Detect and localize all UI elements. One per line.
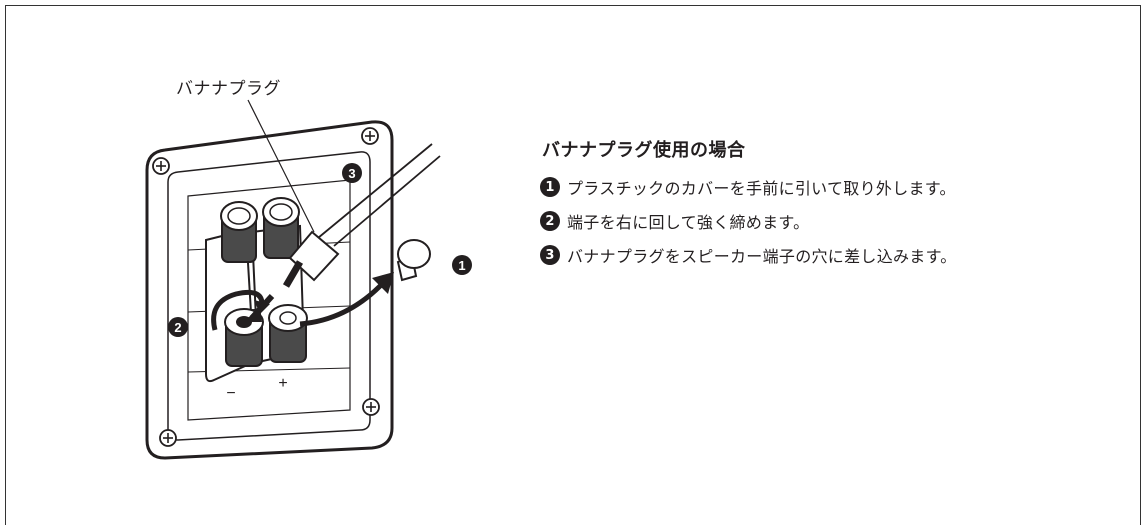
screw-icon bbox=[152, 157, 170, 175]
polarity-plus-label: + bbox=[278, 375, 287, 392]
svg-text:2: 2 bbox=[174, 320, 181, 335]
terminal-post bbox=[220, 201, 258, 263]
step-marker-3: 3 bbox=[342, 163, 362, 183]
svg-text:3: 3 bbox=[348, 166, 355, 181]
step-number-badge: 2 bbox=[540, 211, 560, 231]
step-marker-2: 2 bbox=[168, 317, 188, 337]
instructions-panel: バナナプラグ使用の場合 1 プラスチックのカバーを手前に引いて取り外します。 2… bbox=[540, 136, 957, 278]
step-text: バナナプラグをスピーカー端子の穴に差し込みます。 bbox=[567, 247, 957, 266]
rotate-arrow-icon bbox=[211, 289, 265, 331]
instruction-step-2: 2 端子を右に回して強く締めます。 bbox=[540, 210, 957, 232]
page-frame bbox=[5, 5, 1141, 525]
step-number-badge: 3 bbox=[540, 245, 560, 265]
diagram-label: バナナプラグ bbox=[176, 79, 281, 99]
screw-icon bbox=[362, 398, 380, 416]
screw-icon bbox=[159, 429, 177, 447]
label-leader-line bbox=[247, 99, 315, 233]
banana-plug-icon bbox=[282, 143, 441, 288]
instruction-step-3: 3 バナナプラグをスピーカー端子の穴に差し込みます。 bbox=[540, 244, 957, 266]
step-text: プラスチックのカバーを手前に引いて取り外します。 bbox=[567, 179, 956, 198]
svg-text:1: 1 bbox=[458, 258, 465, 273]
polarity-minus-label: − bbox=[226, 385, 235, 402]
step-number-badge: 1 bbox=[540, 177, 560, 197]
remove-cover-arrow-icon bbox=[299, 280, 386, 327]
plastic-cover-icon bbox=[396, 239, 431, 282]
arrow-head-icon bbox=[372, 272, 394, 294]
instruction-step-1: 1 プラスチックのカバーを手前に引いて取り外します。 bbox=[540, 176, 957, 198]
instructions-title: バナナプラグ使用の場合 bbox=[542, 140, 746, 161]
speaker-terminal-diagram: 3 1 2 − + bbox=[145, 99, 472, 460]
terminal-post bbox=[268, 304, 308, 363]
terminal-post bbox=[262, 197, 300, 259]
step-marker-1: 1 bbox=[452, 255, 472, 275]
step-text: 端子を右に回して強く締めます。 bbox=[567, 213, 810, 232]
screw-icon bbox=[361, 127, 379, 145]
arrow-head-icon bbox=[244, 306, 262, 322]
